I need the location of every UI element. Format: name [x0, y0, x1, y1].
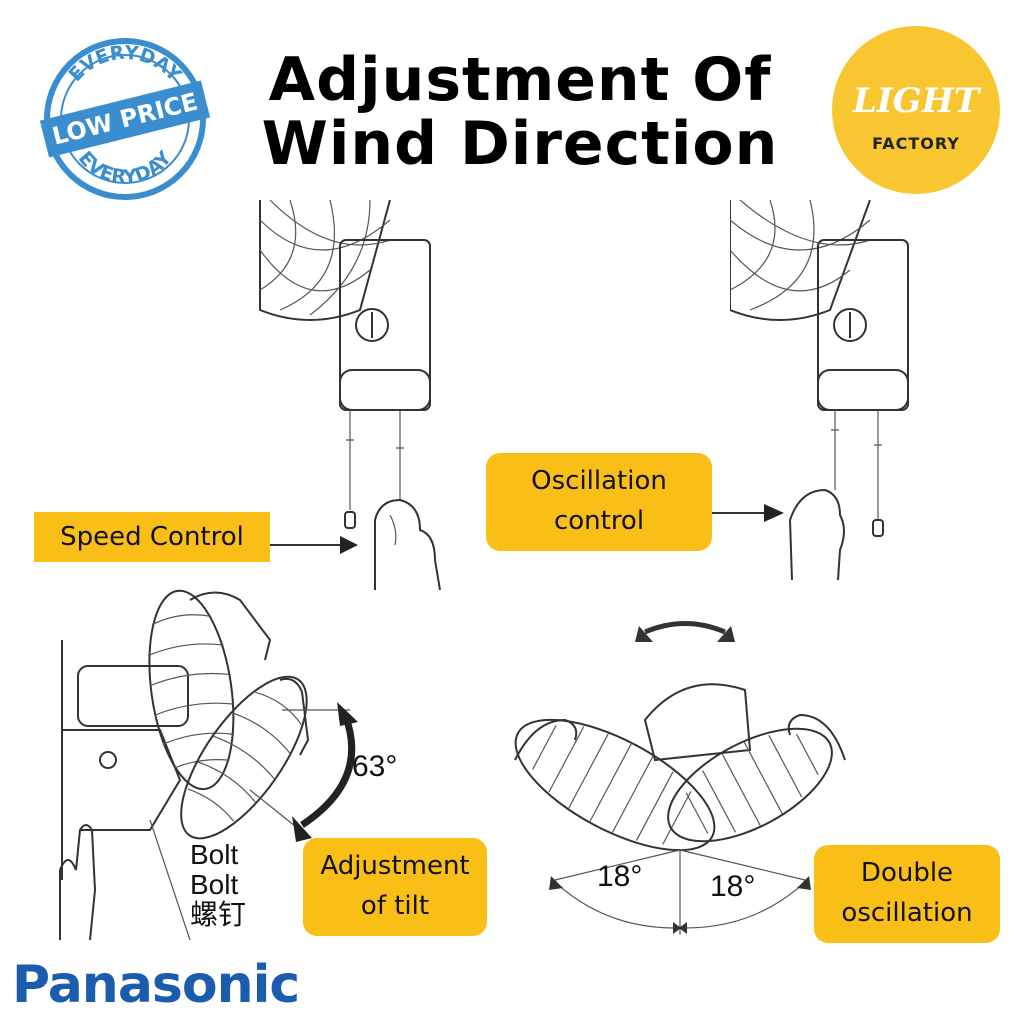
- tilt-label-line-2: of tilt: [360, 891, 430, 921]
- fan-oscillation-illustration: [730, 200, 909, 581]
- double-label-line-2: oscillation: [841, 898, 973, 928]
- double-label-line-1: Double: [860, 858, 954, 888]
- left-oscillation-angle: 18°: [597, 860, 643, 893]
- adjustment-of-tilt-label: Adjustment of tilt: [303, 838, 487, 936]
- oscillation-control-label: Oscillation control: [486, 453, 712, 551]
- panasonic-brand-logo: Panasonic: [12, 955, 300, 1015]
- svg-text:EVERYDAY: EVERYDAY: [65, 42, 186, 87]
- svg-text:EVERYDAY: EVERYDAY: [74, 147, 176, 188]
- bolt-line-1: Bolt: [190, 839, 239, 870]
- fan-speed-illustration: [259, 200, 441, 590]
- bolt-label: Bolt Bolt 螺钉: [190, 840, 246, 930]
- bolt-line-3: 螺钉: [190, 899, 247, 930]
- page-title: Adjustment Of Wind Direction: [220, 48, 820, 176]
- fan-double-oscillation-illustration: [514, 621, 846, 935]
- speed-arrow: [270, 536, 358, 554]
- right-oscillation-angle: 18°: [710, 870, 756, 903]
- logo-word-factory: FACTORY: [872, 134, 960, 153]
- oscillation-label-line-1: Oscillation: [531, 466, 667, 496]
- bolt-line-2: Bolt: [190, 869, 239, 900]
- tilt-angle-label: 63°: [352, 750, 398, 783]
- light-factory-logo: LIGHT FACTORY: [832, 26, 1000, 194]
- speed-control-label: Speed Control: [34, 512, 270, 562]
- logo-word-light: LIGHT: [852, 81, 980, 121]
- tilt-label-line-1: Adjustment: [320, 851, 470, 881]
- title-line-2: Wind Direction: [261, 109, 779, 179]
- oscillation-label-line-2: control: [553, 506, 645, 536]
- stamp-middle-text: LOW PRICE: [49, 87, 200, 150]
- stamp-bottom-text: EVERYDAY: [74, 147, 176, 188]
- stamp-top-text: EVERYDAY: [65, 42, 186, 87]
- oscillation-arrow: [712, 504, 784, 522]
- fan-tilt-illustration: [59, 589, 358, 940]
- double-oscillation-label: Double oscillation: [814, 845, 1000, 943]
- title-line-1: Adjustment Of: [268, 45, 772, 115]
- low-price-stamp: EVERYDAY EVERYDAY LOW PRICE: [39, 38, 211, 200]
